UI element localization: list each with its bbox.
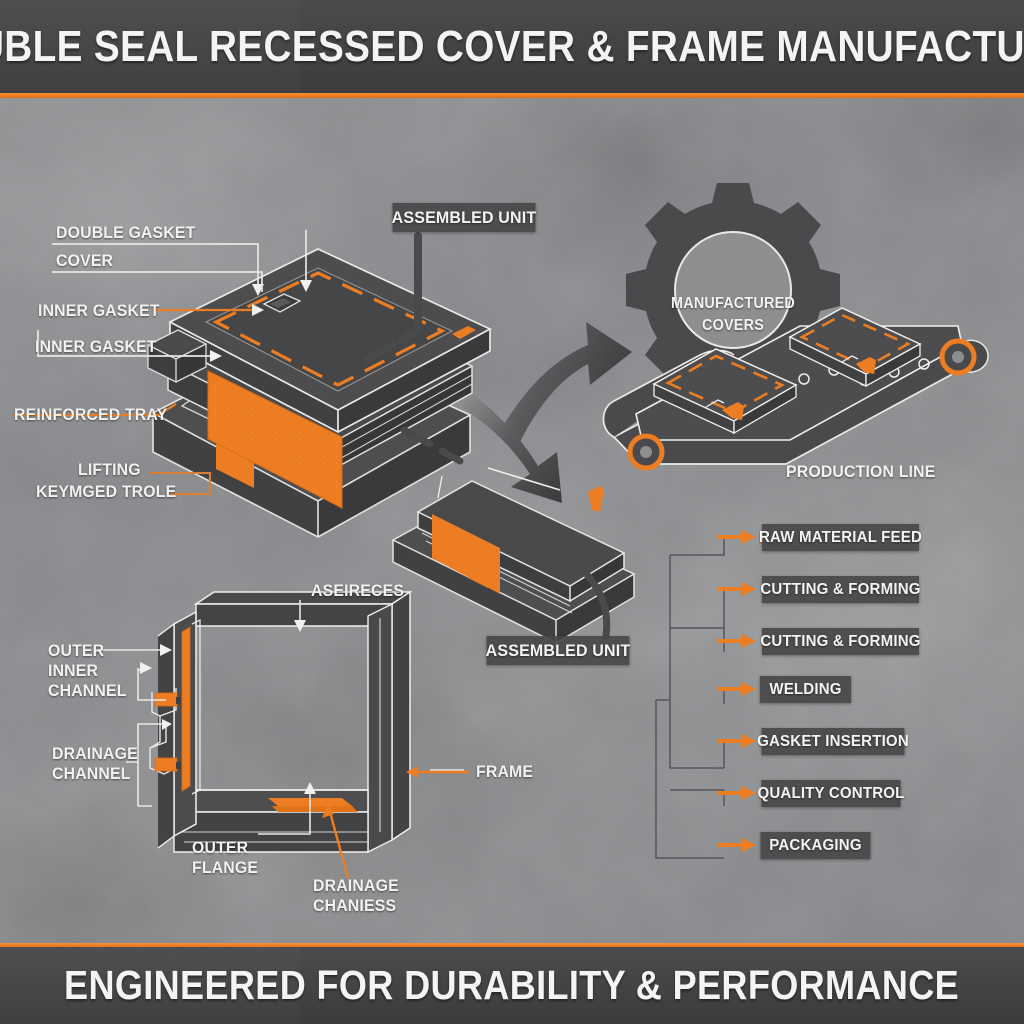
label-outer-flange-line1: OUTER (192, 838, 249, 857)
process-step-gasket-insertion[interactable]: GASKET INSERTION (757, 728, 909, 755)
process-step-quality-control[interactable]: QUALITY CONTROL (757, 780, 904, 807)
gear-caption-line1: MANUFACTURED (671, 295, 795, 312)
footer-accent-rule (0, 943, 1024, 948)
label-outer-flange-line2: FLANGE (192, 858, 259, 877)
label-keyed-hole: KEYMGED TROLE (36, 482, 177, 501)
label-reinforced-tray: REINFORCED TRAY (14, 405, 168, 424)
label-inner-gasket-upper: INNER GASKET (38, 301, 160, 320)
conveyor-caption: PRODUCTION LINE (786, 462, 936, 481)
label-outer: OUTER (48, 641, 105, 660)
process-step-packaging[interactable]: PACKAGING (760, 832, 871, 859)
label-drainage-chaniess-line2: CHANIESS (313, 896, 397, 915)
footer-tagline: ENGINEERED FOR DURABILITY & PERFORMANCE (64, 962, 960, 1008)
label-recesses: ASEIRECES (311, 581, 405, 600)
label-lifting: LIFTING (78, 460, 141, 479)
badge-assembled-unit-main: ASSEMBLED UNIT (392, 203, 536, 232)
page-title: DOUBLE SEAL RECESSED COVER & FRAME MANUF… (0, 21, 1024, 71)
label-cover: COVER (56, 251, 114, 270)
label-drainage: DRAINAGE (52, 744, 138, 763)
badge-assembled-unit-detail: ASSEMBLED UNIT (486, 636, 630, 665)
process-step-raw-material-feed[interactable]: RAW MATERIAL FEED (759, 524, 922, 551)
label-channel: CHANNEL (48, 681, 127, 700)
label-double-gasket: DOUBLE GASKET (56, 223, 196, 242)
header-bar: DOUBLE SEAL RECESSED COVER & FRAME MANUF… (0, 0, 1024, 93)
gear-caption-line2: COVERS (701, 317, 765, 334)
label-drainage-chaniess-line1: DRAINAGE (313, 876, 399, 895)
footer-texture (0, 947, 300, 1024)
footer-bar: ENGINEERED FOR DURABILITY & PERFORMANCE (0, 947, 1024, 1024)
process-step-welding[interactable]: WELDING (759, 676, 852, 703)
label-inner: INNER (48, 661, 99, 680)
header-accent-rule (0, 93, 1024, 98)
label-drainage-channel: CHANNEL (52, 764, 131, 783)
process-step-cutting-forming-2[interactable]: CUTTING & FORMING (760, 628, 920, 655)
process-step-cutting-forming-1[interactable]: CUTTING & FORMING (760, 576, 920, 603)
label-inner-gasket-lower: INNER GASKET (35, 337, 157, 356)
label-frame: FRAME (476, 762, 534, 781)
header-texture (0, 0, 300, 93)
